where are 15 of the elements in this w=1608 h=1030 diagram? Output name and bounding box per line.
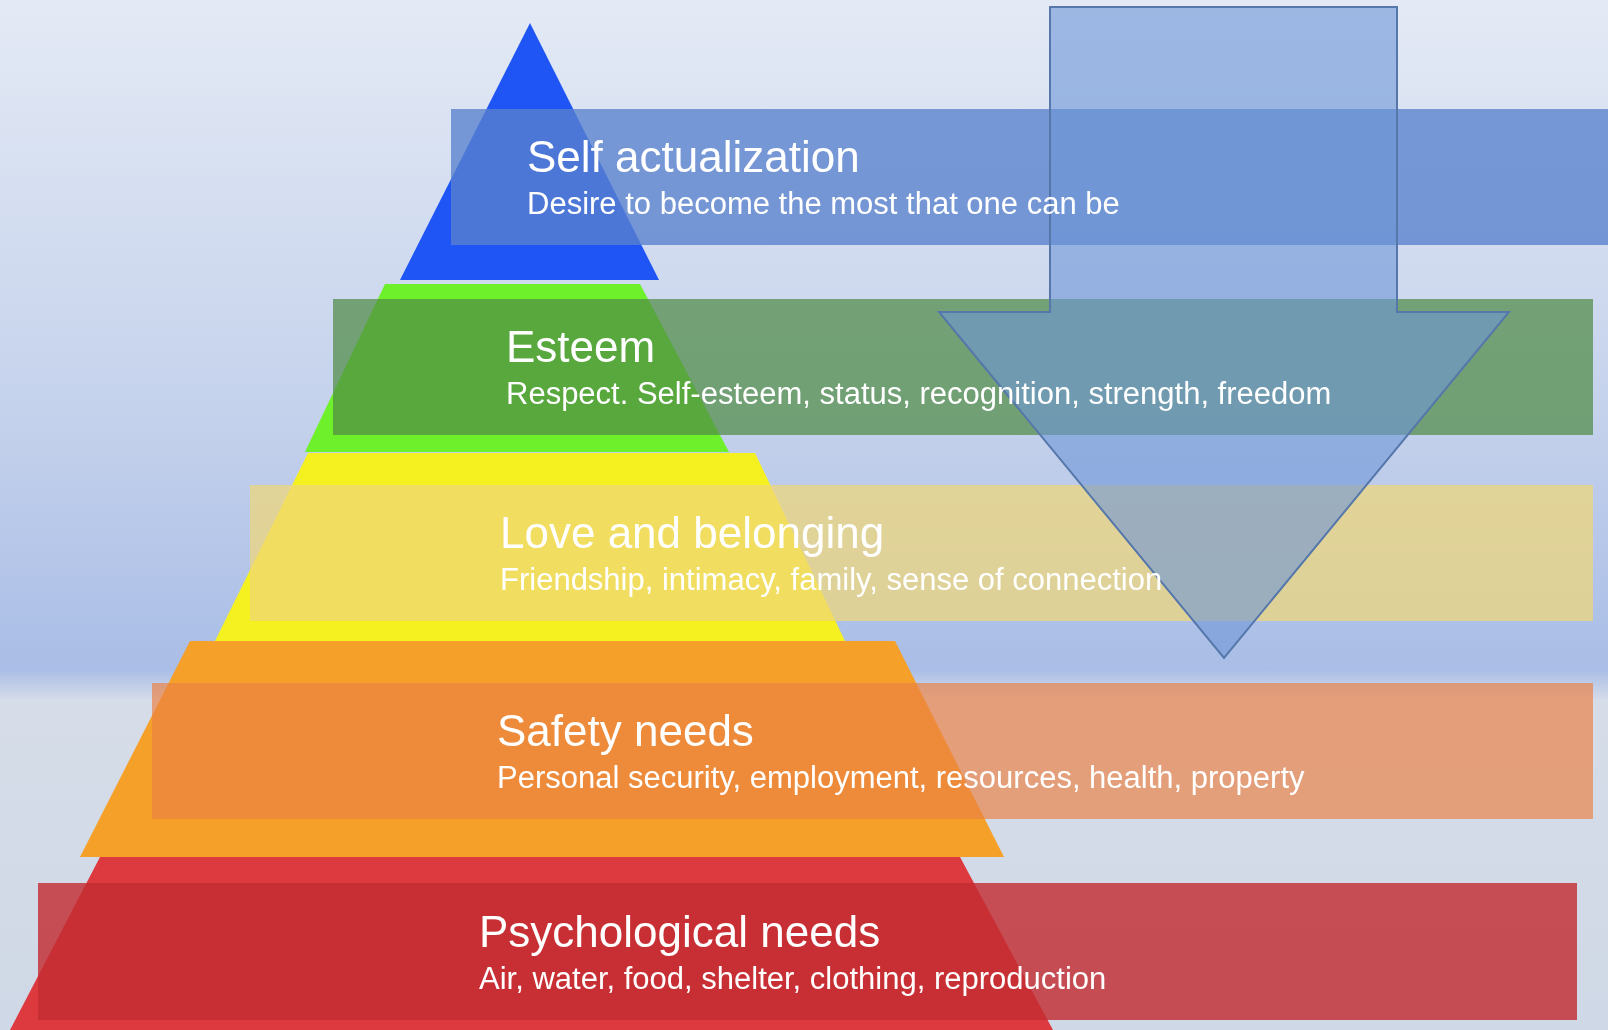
level-band — [333, 299, 1593, 435]
level-heading: Esteem — [506, 321, 656, 373]
level-band — [38, 883, 1577, 1020]
level-heading: Safety needs — [497, 705, 754, 757]
level-band — [250, 485, 1593, 621]
level-band — [152, 683, 1593, 819]
level-heading: Love and belonging — [500, 507, 885, 559]
level-description: Friendship, intimacy, family, sense of connection — [500, 561, 1163, 599]
level-description: Desire to become the most that one can be — [527, 185, 1120, 223]
level-heading: Psychological needs — [479, 905, 881, 958]
level-heading: Self actualization — [527, 131, 860, 183]
level-description: Personal security, employment, resources, health, property — [497, 759, 1305, 797]
level-description: Air, water, food, shelter, clothing, reproduction — [479, 959, 1107, 998]
level-description: Respect. Self-esteem, status, recognition, strength, freedom — [506, 375, 1332, 413]
level-band — [451, 109, 1608, 245]
